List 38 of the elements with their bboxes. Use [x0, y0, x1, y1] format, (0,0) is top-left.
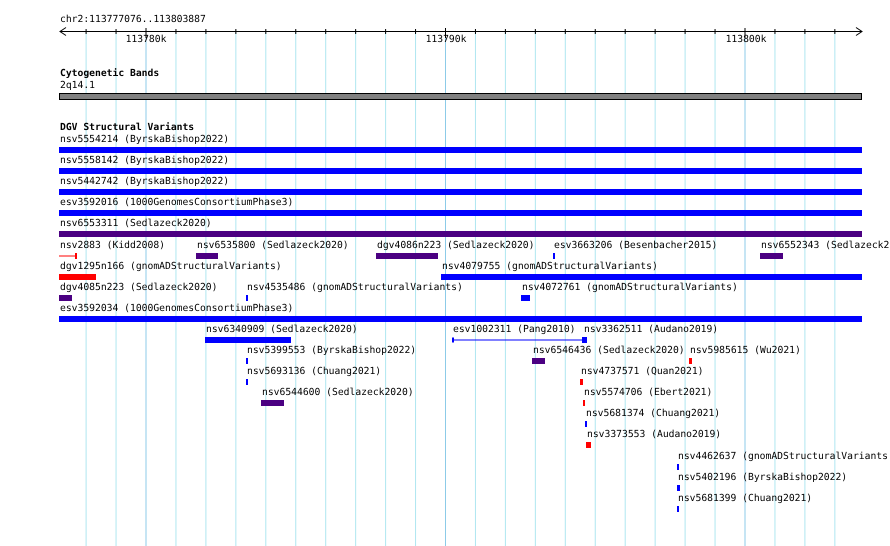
feature-label: nsv3362511 (Audano2019): [584, 324, 718, 335]
feature-label: nsv5681374 (Chuang2021): [586, 408, 720, 420]
feature-label: esv1002311 (Pang2010): [453, 324, 576, 335]
feature-label: nsv4079755 (gnomADStructuralVariants): [442, 260, 658, 272]
feature-label: nsv5402196 (ByrskaBishop2022): [678, 472, 848, 483]
track-title: DGV Structural Variants: [60, 122, 194, 133]
feature-label: nsv6553311 (Sedlazeck2020): [60, 218, 212, 230]
feature-label: nsv6544600 (Sedlazeck2020): [262, 387, 414, 398]
feature-label: nsv3373553 (Audano2019): [587, 429, 722, 440]
feature-label: nsv5558142 (ByrskaBishop2022): [60, 155, 230, 166]
feature-label: nsv6552343 (Sedlazeck2: [761, 240, 890, 250]
feature-label: dgv4086n223 (Sedlazeck2020): [377, 240, 534, 250]
feature-label: nsv4462637 (gnomADStructuralVariants: [678, 450, 888, 462]
feature-label: nsv4737571 (Quan2021): [581, 366, 704, 378]
feature-label: nsv2883 (Kidd2008): [60, 240, 165, 250]
feature-label: nsv5985615 (Wu2021): [690, 345, 801, 356]
feature-label: nsv5574706 (Ebert2021): [584, 387, 712, 398]
feature-label: nsv6340909 (Sedlazeck2020): [206, 324, 358, 335]
feature-label: nsv6535800 (Sedlazeck2020): [197, 240, 349, 250]
feature-label: esv3592016 (1000GenomesConsortiumPhase3): [60, 197, 294, 208]
feature-label: nsv6546436 (Sedlazeck2020): [533, 345, 685, 356]
feature-label: nsv5693136 (Chuang2021): [247, 366, 382, 378]
band-label: 2q14.1: [60, 80, 95, 91]
tick-label: 113780k: [126, 34, 166, 45]
track-title: Cytogenetic Bands: [60, 68, 160, 79]
feature-label: nsv5554214 (ByrskaBishop2022): [60, 134, 230, 145]
tick-label: 113800k: [726, 34, 766, 45]
feature-label: esv3592034 (1000GenomesConsortiumPhase3): [60, 302, 294, 314]
feature-label: nsv5442742 (ByrskaBishop2022): [60, 176, 230, 188]
feature-label: nsv5681399 (Chuang2021): [678, 492, 812, 504]
feature-label: dgv1295n166 (gnomADStructuralVariants): [60, 260, 282, 272]
locus-label: chr2:113777076..113803887: [60, 14, 206, 25]
feature-label: dgv4085n223 (Sedlazeck2020): [60, 282, 218, 293]
feature-label: nsv4072761 (gnomADStructuralVariants): [522, 282, 738, 293]
tick-label: 113790k: [426, 34, 466, 45]
feature-label: nsv5399553 (ByrskaBishop2022): [247, 345, 416, 356]
feature-label: esv3663206 (Besenbacher2015): [554, 240, 718, 250]
feature-label: nsv4535486 (gnomADStructuralVariants): [247, 282, 463, 293]
